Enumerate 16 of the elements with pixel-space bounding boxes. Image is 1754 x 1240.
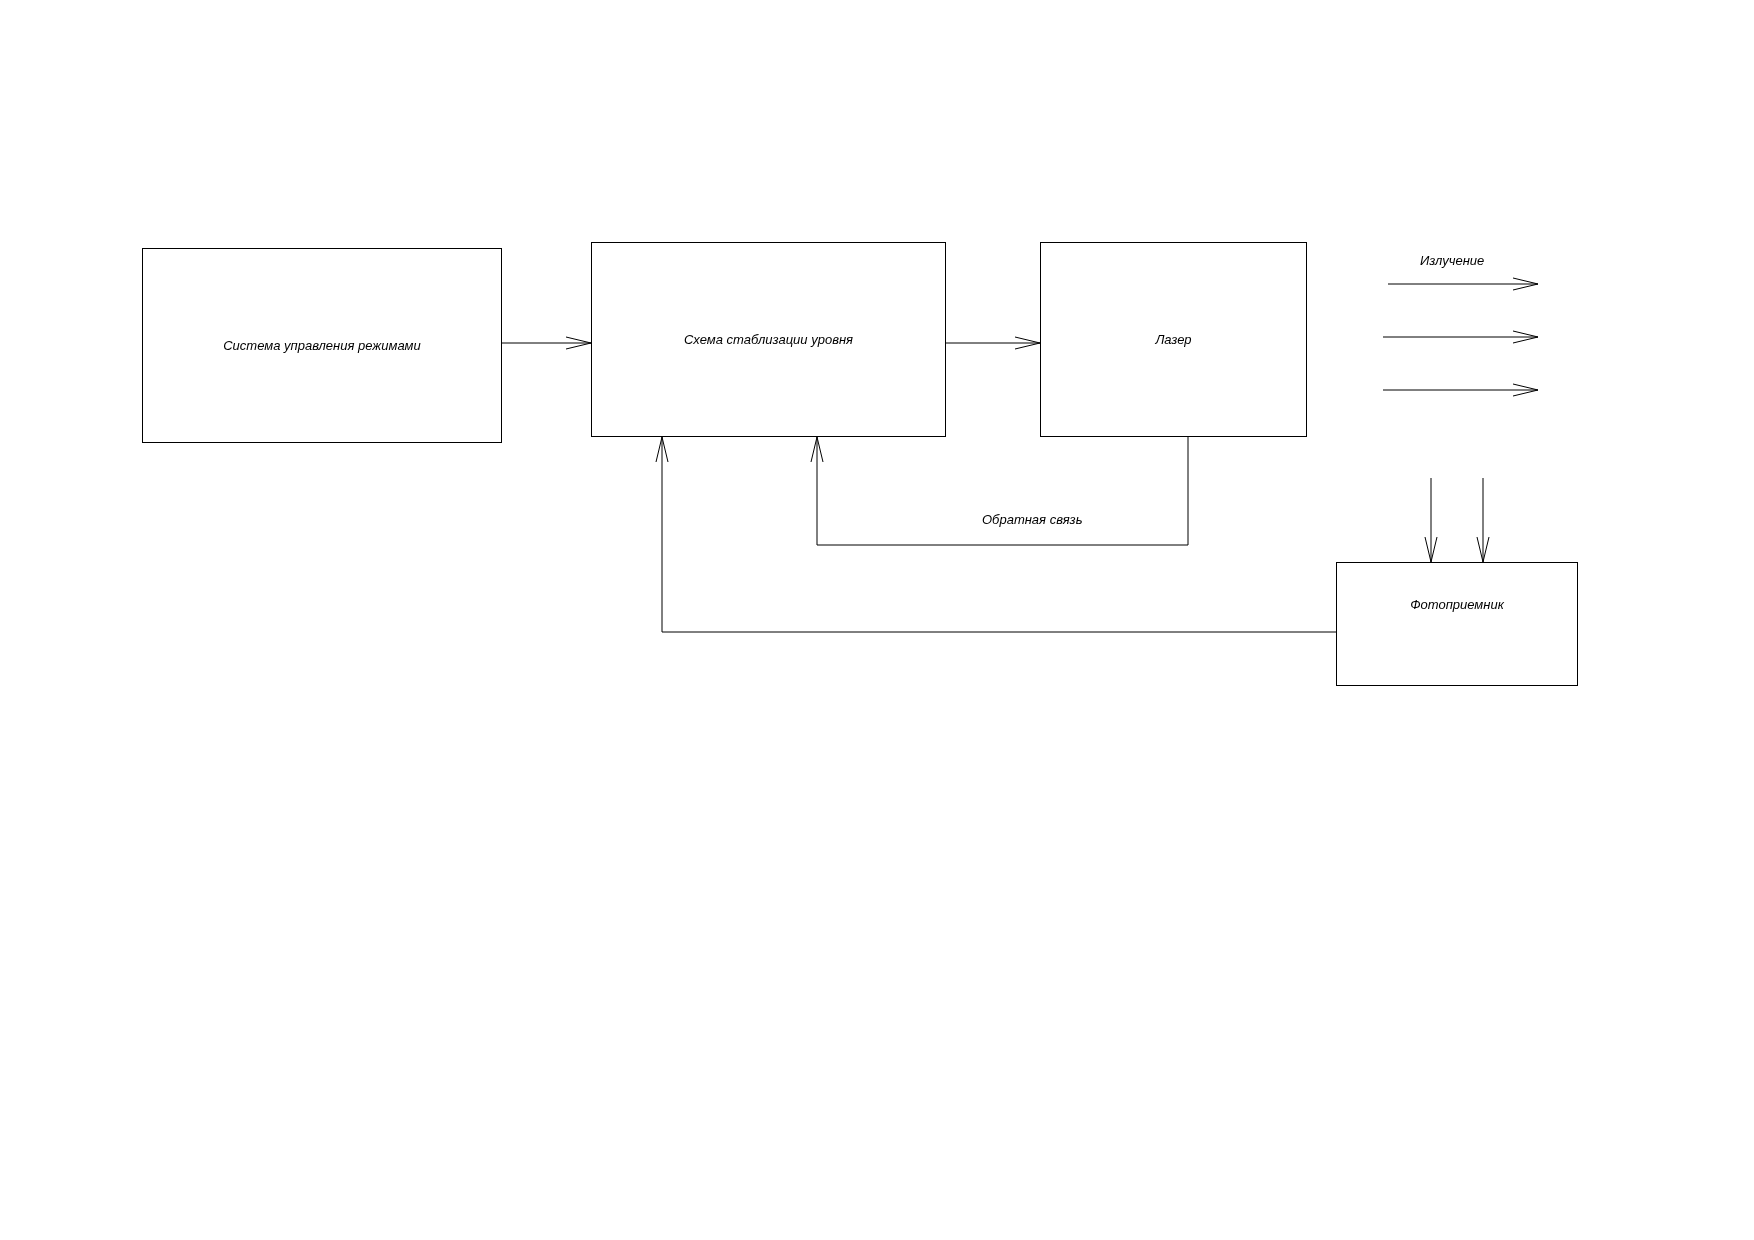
process-box — [1336, 562, 1578, 686]
arrow — [1424, 477, 1438, 563]
arrow — [945, 336, 1041, 350]
process-box — [591, 242, 946, 437]
process-box — [1040, 242, 1307, 437]
edge-label: Обратная связь — [980, 512, 1085, 527]
annotation-text: Излучение — [1418, 253, 1487, 268]
box-label: Система управления режимами — [223, 338, 421, 353]
arrow — [810, 436, 1189, 546]
arrow — [1476, 477, 1490, 563]
box-label: Лазер — [1155, 332, 1192, 347]
arrow — [501, 336, 592, 350]
box-label: Схема стаблизации уровня — [683, 332, 854, 347]
process-box — [142, 248, 502, 443]
arrow — [655, 436, 1337, 633]
box-label: Фотоприемник — [1410, 597, 1504, 612]
